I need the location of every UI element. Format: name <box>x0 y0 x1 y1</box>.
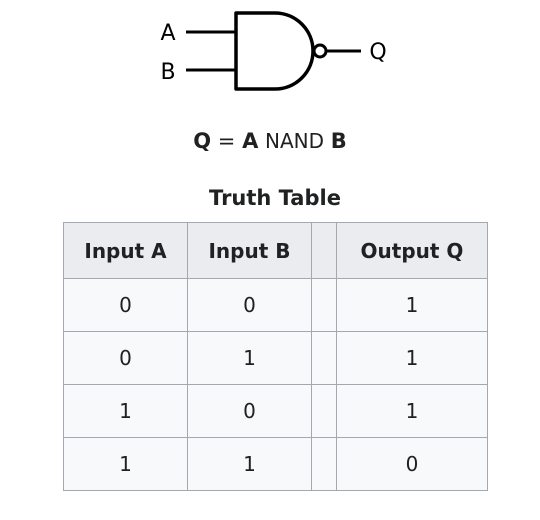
cell-spacer <box>311 331 337 385</box>
formula-input-b: B <box>330 129 347 153</box>
cell-output-q: 1 <box>336 278 488 332</box>
boolean-formula: Q = A NAND B <box>0 129 540 153</box>
header-spacer <box>311 222 337 279</box>
cell-spacer <box>311 384 337 438</box>
table-row: 1 0 1 <box>63 384 488 438</box>
inversion-bubble <box>312 43 328 59</box>
table-row: 0 0 1 <box>63 278 488 332</box>
formula-input-a: A <box>242 129 259 153</box>
header-output-q: Output Q <box>336 222 488 279</box>
nand-gate-body <box>234 11 315 91</box>
input-b-label: B <box>160 60 175 85</box>
cell-input-b: 0 <box>187 278 312 332</box>
formula-output: Q <box>193 129 212 153</box>
cell-input-a: 0 <box>63 278 188 332</box>
table-row: 1 1 0 <box>63 437 488 491</box>
cell-output-q: 0 <box>336 437 488 491</box>
input-a-label: A <box>160 21 175 46</box>
cell-input-b: 1 <box>187 437 312 491</box>
formula-operator: NAND <box>265 129 325 153</box>
cell-output-q: 1 <box>336 384 488 438</box>
table-header-row: Input A Input B Output Q <box>63 222 488 279</box>
output-q-label: Q <box>369 40 386 65</box>
cell-input-a: 1 <box>63 437 188 491</box>
header-input-b: Input B <box>187 222 312 279</box>
cell-spacer <box>311 437 337 491</box>
table-row: 0 1 1 <box>63 331 488 385</box>
cell-input-b: 0 <box>187 384 312 438</box>
truth-table: Input A Input B Output Q 0 0 1 0 1 1 1 0… <box>63 222 488 491</box>
cell-output-q: 1 <box>336 331 488 385</box>
header-input-a: Input A <box>63 222 188 279</box>
cell-spacer <box>311 278 337 332</box>
formula-equals: = <box>217 129 236 153</box>
cell-input-a: 0 <box>63 331 188 385</box>
nand-gate-diagram: A B Q <box>160 11 387 91</box>
truth-table-caption: Truth Table <box>209 186 341 210</box>
cell-input-a: 1 <box>63 384 188 438</box>
cell-input-b: 1 <box>187 331 312 385</box>
